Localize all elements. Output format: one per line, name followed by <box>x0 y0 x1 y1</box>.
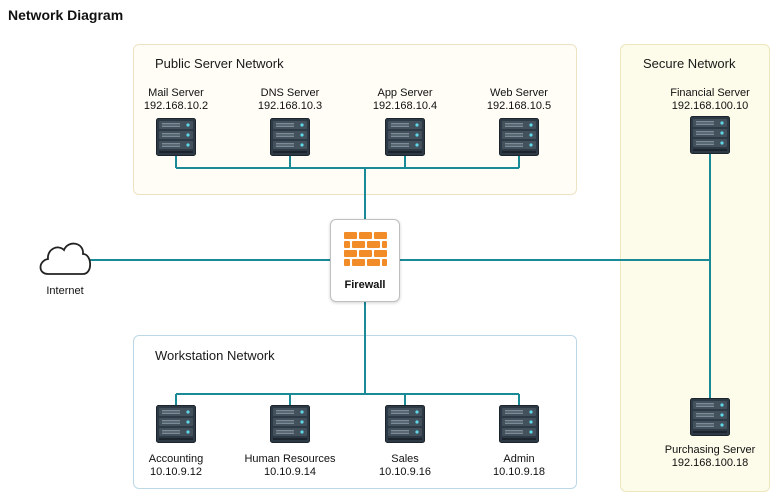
cloud-icon <box>39 242 92 275</box>
secure-zone-label: Secure Network <box>643 56 736 71</box>
sales-workstation-icon <box>385 405 425 443</box>
web-server-icon <box>499 118 539 156</box>
financial-server-icon <box>690 116 730 154</box>
firewall-node: Firewall <box>330 219 400 302</box>
internet-label: Internet <box>46 285 84 297</box>
app-server-icon <box>385 118 425 156</box>
dns-server-icon <box>270 118 310 156</box>
mail-server-icon <box>156 118 196 156</box>
public-zone-label: Public Server Network <box>155 56 284 71</box>
brick-wall-icon <box>344 232 387 266</box>
admin-workstation-icon <box>499 405 539 443</box>
workstation-zone-label: Workstation Network <box>155 348 275 363</box>
diagram-title: Network Diagram <box>8 7 124 23</box>
firewall-label: Firewall <box>344 279 386 291</box>
human-resources-workstation-icon <box>270 405 310 443</box>
accounting-workstation-icon <box>156 405 196 443</box>
purchasing-server-icon <box>690 398 730 436</box>
